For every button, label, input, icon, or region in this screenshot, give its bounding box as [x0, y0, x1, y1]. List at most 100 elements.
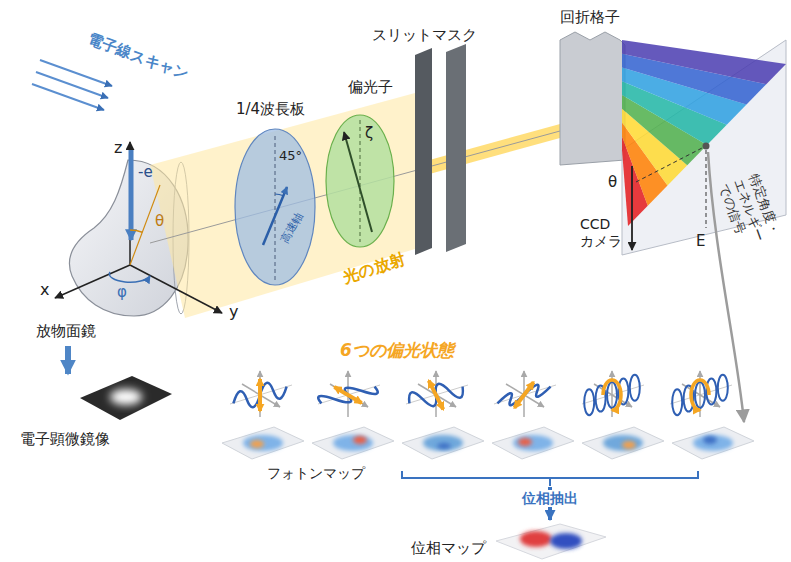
- ccd-panel: [622, 40, 786, 255]
- photon-map-group: フォトンマップ: [215, 425, 775, 486]
- diffraction-grating: [560, 32, 625, 165]
- helix-loop: [672, 389, 682, 415]
- light-wave: [313, 382, 383, 409]
- map-plane: [402, 427, 484, 459]
- light-beam: [150, 93, 415, 318]
- phi-arc: [109, 272, 150, 282]
- phase-blue: [550, 533, 582, 549]
- z-axis: [129, 142, 131, 265]
- energy-guide: [706, 150, 707, 228]
- helix-loop: [718, 375, 728, 401]
- helix-loop: [607, 382, 617, 408]
- light-wave: [405, 378, 467, 413]
- polarization-icon: [670, 371, 732, 417]
- slit-plate: [446, 44, 466, 252]
- map-plane: [492, 427, 574, 459]
- theta-arc: [130, 230, 142, 232]
- axis-name: 高速軸: [278, 210, 305, 245]
- edge-label: 位相抽出: [519, 490, 581, 507]
- part-label: 回折格子: [560, 8, 620, 26]
- axis-label: E: [696, 232, 705, 250]
- map-hotspot: [353, 436, 367, 444]
- microscope-image: [80, 376, 172, 420]
- polarization-icon: [230, 371, 292, 417]
- part-label: 偏光子: [348, 78, 393, 96]
- reference-line: [275, 136, 276, 280]
- circular-arrow: [691, 380, 709, 410]
- scan-arrow: [36, 72, 108, 98]
- map-hotspot: [622, 441, 636, 449]
- polarization-icon: [313, 371, 383, 417]
- part-label: スリットマスク: [372, 26, 477, 44]
- polarization-arrow: [258, 379, 262, 411]
- polarization-arrow: [514, 382, 533, 408]
- map-hotspot: [250, 440, 264, 448]
- axis-label: x: [40, 280, 49, 299]
- axis-arrow: [259, 371, 261, 417]
- map-hotspot: [518, 438, 532, 446]
- angle-label: θ: [155, 212, 164, 230]
- circular-arrow: [603, 380, 621, 410]
- image-spot: [110, 389, 142, 405]
- map-plane: [672, 427, 754, 459]
- polarization-icon: [582, 371, 644, 417]
- node-label: フォトンマップ: [267, 465, 365, 482]
- image-node: 電子顕微鏡像: [15, 375, 175, 453]
- emission-label: 光の放射: [341, 249, 408, 286]
- polarization-icon: [405, 371, 468, 417]
- axis-label: z: [114, 138, 122, 157]
- photon-map: [312, 427, 394, 459]
- helix-loop: [630, 375, 640, 401]
- signal-label: 特定角度・エネルギーでの信号: [716, 171, 785, 252]
- angle-label: ζ: [365, 124, 373, 142]
- node-label: 放物面鏡: [36, 322, 96, 340]
- polarization-icon: [491, 371, 556, 417]
- map-blob: [423, 435, 463, 451]
- spectrum-band: [622, 40, 786, 84]
- map-plane: [582, 427, 664, 459]
- scan-arrow: [32, 84, 104, 110]
- map-blob: [603, 435, 643, 451]
- photon-map: [222, 427, 304, 459]
- scan-arrow: [40, 60, 112, 86]
- y-axis: [130, 265, 222, 313]
- axis-label: θ: [608, 173, 617, 191]
- node-label: 位相マップ: [411, 539, 486, 557]
- quarter-wave-plate: [235, 129, 315, 285]
- photon-map: [672, 427, 754, 459]
- axis-label: y: [229, 302, 238, 321]
- map-blob: [513, 435, 553, 451]
- beam-label: 電子線スキャン: [86, 30, 191, 83]
- node-label: 電子顕微鏡像: [20, 430, 110, 448]
- electron-beam: [129, 150, 134, 240]
- section-heading: 6つの偏光状態: [340, 340, 454, 360]
- phase-red: [520, 531, 552, 547]
- map-plane: [312, 427, 394, 459]
- electron-label: -e: [138, 163, 153, 181]
- helix-loop: [584, 389, 594, 415]
- angle-label: φ: [117, 283, 127, 301]
- map-hotspot: [437, 443, 451, 449]
- polarization-arrow: [334, 387, 361, 403]
- map-blob: [243, 435, 283, 451]
- angle-label: 45°: [279, 148, 302, 164]
- mirror-node: 放物面鏡: [28, 150, 193, 345]
- angle-arc: [275, 194, 283, 196]
- theta-guide: [636, 148, 702, 182]
- helix-loop: [695, 382, 705, 408]
- flow-arrow: [65, 346, 71, 374]
- photon-map: [402, 427, 484, 459]
- photon-map: [492, 427, 574, 459]
- photon-map: [582, 427, 664, 459]
- polarizer: [326, 115, 394, 247]
- map-hotspot: [703, 436, 717, 444]
- light-wave: [233, 377, 286, 414]
- bracket: [402, 471, 698, 486]
- part-label: CCD カメラ: [580, 216, 622, 250]
